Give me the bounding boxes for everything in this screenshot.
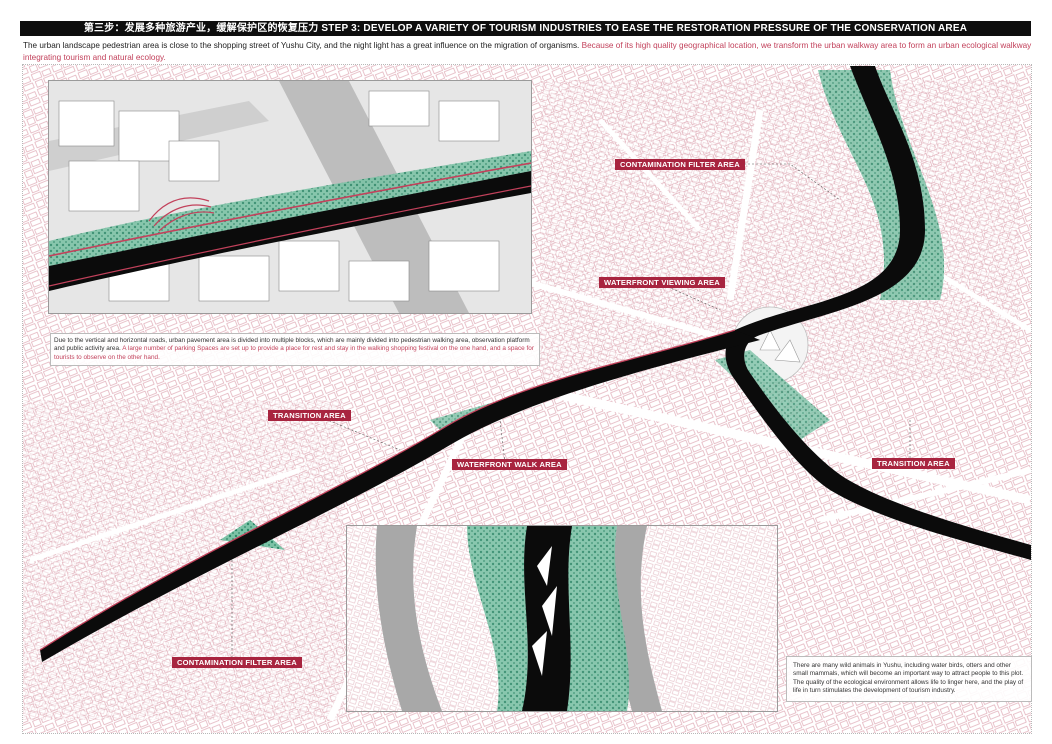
river-detail-inset (346, 525, 778, 712)
page-banner: 第三步：发展多种旅游产业，缓解保护区的恢复压力 STEP 3: DEVELOP … (20, 21, 1031, 36)
label-transition-left: TRANSITION AREA (268, 410, 351, 421)
walkway-detail-drawing (49, 81, 531, 313)
label-waterfront-viewing: WATERFRONT VIEWING AREA (599, 277, 725, 288)
label-contamination-filter-top: CONTAMINATION FILTER AREA (615, 159, 745, 170)
observation-deck (148, 197, 215, 232)
river-detail-drawing (347, 526, 777, 711)
walkway-detail-inset (48, 80, 532, 314)
intro-paragraph: The urban landscape pedestrian area is c… (23, 40, 1033, 64)
intro-highlight: Because of its high quality geographical… (23, 41, 1032, 62)
walkway-note-highlight: A large number of parking Spaces are set… (54, 345, 534, 361)
wildlife-note: There are many wild animals in Yushu, in… (786, 656, 1032, 702)
map-frame (22, 64, 1032, 734)
label-transition-right: TRANSITION AREA (872, 458, 955, 469)
walkway-note: Due to the vertical and horizontal roads… (50, 333, 540, 367)
label-waterfront-walk: WATERFRONT WALK AREA (452, 459, 567, 470)
river-islands (532, 546, 557, 676)
walkway-note-text: Due to the vertical and horizontal roads… (54, 337, 530, 353)
inset-buildings (58, 90, 500, 302)
label-contamination-filter-bottom: CONTAMINATION FILTER AREA (172, 657, 302, 668)
river (39, 66, 1031, 662)
intro-text: The urban landscape pedestrian area is c… (23, 41, 582, 50)
